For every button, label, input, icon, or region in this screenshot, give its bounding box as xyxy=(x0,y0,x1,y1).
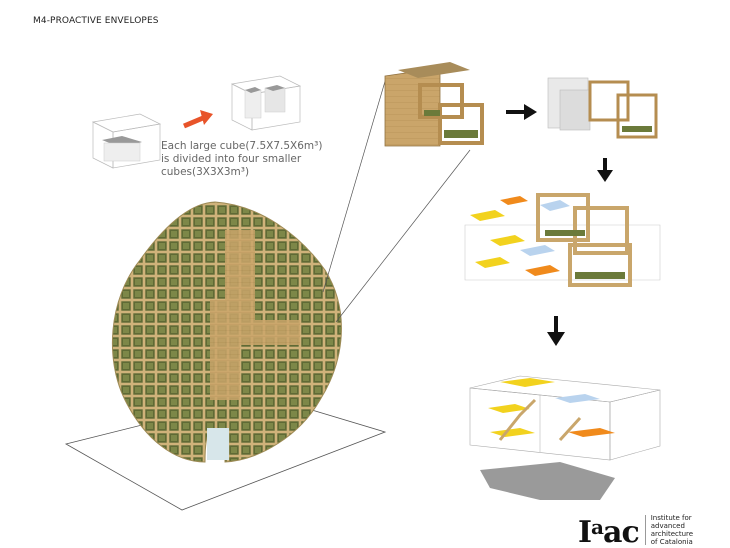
caption-line: is divided into four smaller xyxy=(161,153,302,165)
envelope-tower xyxy=(111,201,342,463)
module-detail xyxy=(384,62,484,147)
callout-line xyxy=(335,149,471,323)
interior-exploded-view xyxy=(464,193,661,287)
logo-mark: Iaac xyxy=(578,515,640,548)
module-cluster xyxy=(547,77,658,139)
iaac-logo: Iaac Institute for advanced architecture… xyxy=(578,512,693,548)
subdivided-cube-diagram xyxy=(230,75,302,131)
logo-text: Institute for advanced architecture of C… xyxy=(651,514,693,546)
caption-line: Each large cube(7.5X7.5X6m³) xyxy=(161,140,323,152)
orange-arrow-icon xyxy=(183,110,213,129)
arrow-right-icon xyxy=(506,104,537,120)
floor-plan-shadow xyxy=(480,462,615,500)
logo-line: of Catalonia xyxy=(650,538,693,546)
logo-line: advanced xyxy=(650,522,685,530)
cube-division-caption: Each large cube(7.5X7.5X6m³) is divided … xyxy=(161,140,331,179)
arrow-down-icon xyxy=(547,316,565,346)
logo-divider xyxy=(644,515,646,545)
logo-line: Institute for xyxy=(650,514,692,522)
arrow-down-icon xyxy=(597,158,613,182)
logo-line: architecture xyxy=(650,530,694,538)
unit-plan-axonometric xyxy=(469,375,661,500)
callout-line xyxy=(322,77,387,293)
caption-line: cubes(3X3X3m³) xyxy=(161,166,250,178)
large-cube-diagram xyxy=(91,113,162,169)
page-title: M4-PROACTIVE ENVELOPES xyxy=(33,16,159,26)
